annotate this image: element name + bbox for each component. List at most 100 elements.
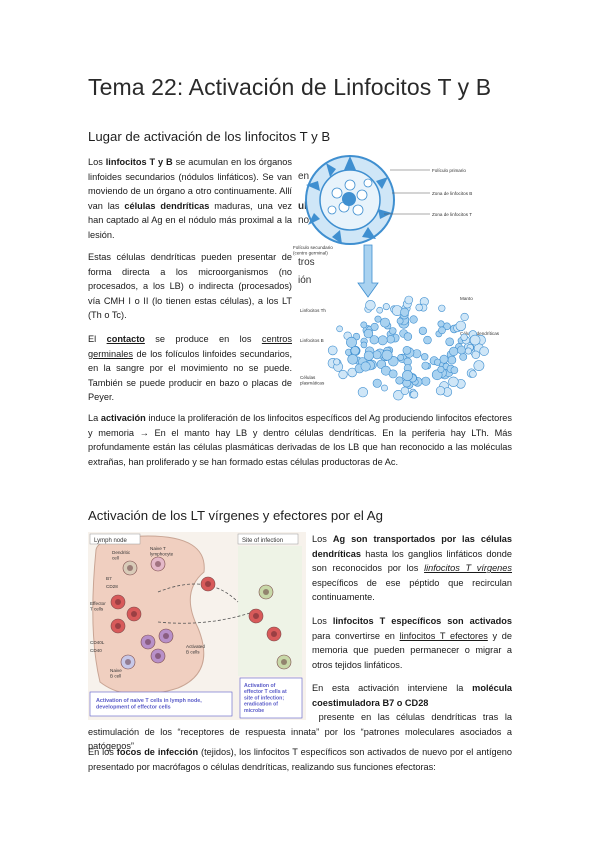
fragment: ión — [298, 275, 312, 286]
text-run: En esta activación interviene la — [312, 683, 473, 693]
page-title: Tema 22: Activación de Linfocitos T y B — [88, 74, 492, 100]
lymphocyte-cell — [445, 337, 454, 347]
text-run: específicos de ese péptido que recircula… — [312, 577, 512, 603]
lymphocyte-cell — [438, 326, 446, 335]
section-heading-2: Activación de los LT vírgenes y efectore… — [88, 508, 383, 523]
lymphocyte-cell — [438, 304, 446, 312]
text-run: presente en las células dendríticas tras… — [88, 712, 512, 752]
effector-t-cell-nucleus — [115, 599, 121, 605]
effector-t-cell-nucleus — [205, 581, 211, 587]
lymphocyte-cell — [421, 353, 429, 361]
dendritic-cell-nucleus — [127, 565, 133, 571]
text-run: El — [88, 334, 107, 344]
text-run: y de memoria que pueden permanecer o mig… — [312, 630, 513, 670]
bold-term: linfocitos T específicos son activados — [332, 616, 512, 626]
section1-paragraph-1: Los linfocitos T y B se acumulan en los … — [88, 155, 292, 243]
label-th: Linfocitos Th — [300, 308, 326, 313]
bold-term: molécula coestimuladora B7 o CD28 — [312, 683, 512, 708]
section1-paragraph-2: Estas células dendríticas pueden present… — [88, 252, 292, 321]
text-run: hasta los ganglios linfáticos donde son … — [312, 548, 512, 574]
activated-b-cell-nucleus — [145, 639, 151, 645]
lymph-node-shape — [92, 535, 205, 696]
lymphocyte-cell — [473, 360, 485, 371]
section2-paragraph-3-start: En esta activación interviene la molécul… — [312, 681, 512, 710]
lymphocyte-cell — [402, 346, 412, 355]
activated-b-cell — [158, 628, 174, 644]
text-run: La — [88, 413, 101, 423]
lymphocyte-cell — [450, 366, 459, 374]
lymphocyte-cell — [327, 345, 338, 356]
lymphocyte-cell — [336, 325, 343, 333]
label-t-zone: Zona de linfocitos T — [432, 212, 472, 217]
lymphocyte-cell — [381, 349, 393, 361]
lymphocyte-cell — [457, 345, 466, 355]
lymphocyte-cell — [347, 354, 359, 365]
effector-t-cell — [200, 576, 216, 592]
activated-b-cell — [140, 634, 156, 650]
lymphocyte-cell — [464, 347, 472, 355]
text-run: induce la proliferación de los linfocito… — [88, 413, 512, 467]
naive-t-cell-nucleus — [155, 561, 161, 567]
bold-term: linfocitos T y B — [105, 157, 173, 167]
label-cd28: CD28 — [106, 584, 118, 589]
text-run: para convertirse en — [312, 630, 400, 641]
lymphocyte-cell — [386, 335, 395, 344]
lymphocyte-cell — [346, 336, 357, 348]
label-cd40l: CD40L — [90, 640, 105, 645]
label-cd40: CD40 — [90, 648, 102, 653]
label-b-zone: Zona de linfocitos B — [432, 191, 472, 196]
tissue-region — [238, 546, 302, 676]
effector-t-cell-nucleus — [271, 631, 277, 637]
fragment: no — [298, 215, 310, 226]
lymphocyte-cell — [377, 335, 388, 346]
lymphocyte-cell — [372, 378, 382, 388]
lymphocyte-cell — [469, 370, 477, 378]
lymphocyte-cell — [400, 307, 410, 317]
effector-t-cell-nucleus — [131, 611, 137, 617]
lymphocyte-cell — [479, 346, 489, 356]
text-run: Los — [88, 157, 106, 167]
text-run: Los — [312, 534, 333, 544]
lymphocyte-cell — [374, 315, 382, 323]
secondary-follicle-diagram — [327, 295, 489, 401]
macrophage-nucleus — [263, 589, 269, 595]
lymphocyte-cell — [447, 355, 457, 365]
lymphocyte-cell — [360, 361, 371, 372]
section2-paragraph-1: Los Ag son transportados por las células… — [312, 532, 512, 605]
lymphocyte-cell — [350, 346, 360, 356]
caption-lymph-node: Activation of naive T cells in lymph nod… — [96, 698, 202, 710]
section1-paragraph-4: La activación induce la proliferación de… — [88, 411, 512, 469]
effector-t-cell-nucleus — [115, 623, 121, 629]
section2-paragraph-4: En los focos de infección (tejidos), los… — [88, 745, 512, 774]
label-mantle: Manto — [460, 296, 473, 301]
lymphocyte-cell — [471, 350, 481, 360]
lymphocyte-cell — [421, 361, 430, 370]
effector-t-cell — [126, 606, 142, 622]
section2-paragraph-2: Los linfocitos T específicos son activad… — [312, 614, 512, 672]
primary-follicle-diagram — [305, 155, 395, 245]
lymphocyte-cell — [421, 376, 431, 386]
label-site-of-infection: Site of infection — [242, 538, 283, 544]
naive-b-cell — [120, 654, 136, 670]
text-run: En los — [88, 747, 117, 757]
lymphocyte-cell — [365, 300, 376, 311]
lymphocyte-cell — [437, 320, 445, 328]
text-run: se produce en los — [144, 334, 262, 344]
dendritic-cell — [122, 560, 138, 576]
lymphocyte-cell — [347, 367, 357, 378]
text-run: (tejidos), los linfocitos T específicos … — [88, 747, 512, 772]
bold-term: activación — [100, 413, 146, 423]
activated-b-cell — [150, 648, 166, 664]
microbe-nucleus — [281, 659, 287, 665]
lymphocyte-cell — [370, 322, 379, 331]
lymphocyte-cell — [460, 312, 469, 322]
lymphocyte-cell — [389, 327, 397, 335]
lymphocyte-cell — [363, 350, 374, 361]
